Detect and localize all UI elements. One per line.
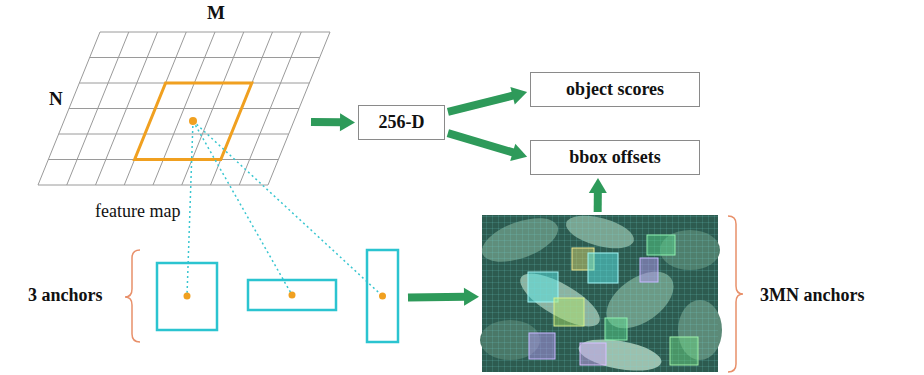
anchor-image: 3MN anchors bbox=[482, 215, 718, 372]
region-label: feature map bbox=[95, 201, 180, 222]
anchor-dot bbox=[379, 293, 386, 300]
anchor-square bbox=[157, 263, 217, 330]
flow-arrow bbox=[408, 288, 479, 306]
arrow-head bbox=[340, 113, 355, 131]
anchor-wide bbox=[248, 280, 336, 310]
arrow-head bbox=[464, 288, 479, 306]
arrow-head bbox=[510, 87, 527, 104]
image-ground bbox=[482, 215, 718, 372]
feature-map: feature map bbox=[30, 25, 308, 225]
arrow-head bbox=[589, 178, 607, 193]
anchor-boxes bbox=[157, 250, 398, 342]
anchor-sample bbox=[670, 337, 698, 365]
output-box: object scores bbox=[530, 72, 700, 107]
grid-line bbox=[59, 134, 289, 135]
anchor-sample bbox=[588, 253, 618, 283]
anchor-dot bbox=[289, 292, 296, 299]
leader-line bbox=[193, 121, 292, 295]
leader-line bbox=[187, 121, 193, 296]
arrow-head bbox=[510, 144, 527, 161]
anchor-grid bbox=[482, 215, 718, 372]
anchor-dot bbox=[184, 293, 191, 300]
anchor-sample bbox=[554, 298, 584, 326]
flow-arrow bbox=[448, 87, 527, 112]
flow-arrow bbox=[448, 133, 527, 161]
bracket bbox=[728, 216, 743, 372]
output-box: bbox offsets bbox=[530, 140, 700, 175]
arrow-shaft bbox=[594, 191, 602, 212]
process-box: 256-D bbox=[358, 105, 445, 140]
anchor-sample bbox=[647, 235, 675, 255]
feature-map-grid bbox=[38, 32, 330, 185]
sliding-window bbox=[135, 83, 252, 160]
region-label: 3 anchors bbox=[28, 285, 103, 306]
anchor-tall bbox=[367, 250, 398, 342]
axis-label: N bbox=[49, 88, 63, 110]
anchor-sample bbox=[605, 318, 627, 340]
arrow-shaft bbox=[311, 118, 342, 126]
grid-outline bbox=[38, 32, 330, 185]
flow-arrow bbox=[311, 113, 355, 131]
arrow-shaft bbox=[408, 293, 466, 302]
box-label: object scores bbox=[566, 79, 664, 100]
box-label: bbox offsets bbox=[569, 147, 661, 168]
grid-line bbox=[90, 57, 320, 58]
leaf-image bbox=[476, 209, 722, 375]
region-label: 3MN anchors bbox=[760, 285, 865, 306]
anchor-group: 3 anchors bbox=[18, 245, 405, 350]
anchor-sample bbox=[640, 258, 658, 282]
box-label: 256-D bbox=[379, 112, 425, 133]
flow-arrow bbox=[589, 178, 607, 212]
grid-line bbox=[69, 108, 299, 109]
anchor-sample bbox=[580, 343, 606, 365]
center-dot bbox=[189, 117, 197, 125]
bracket bbox=[125, 250, 140, 342]
axis-label: M bbox=[207, 2, 225, 24]
leader-line bbox=[193, 121, 383, 296]
arrow-shaft bbox=[448, 95, 515, 112]
anchor-sample bbox=[529, 333, 555, 359]
arrow-shaft bbox=[448, 133, 515, 153]
